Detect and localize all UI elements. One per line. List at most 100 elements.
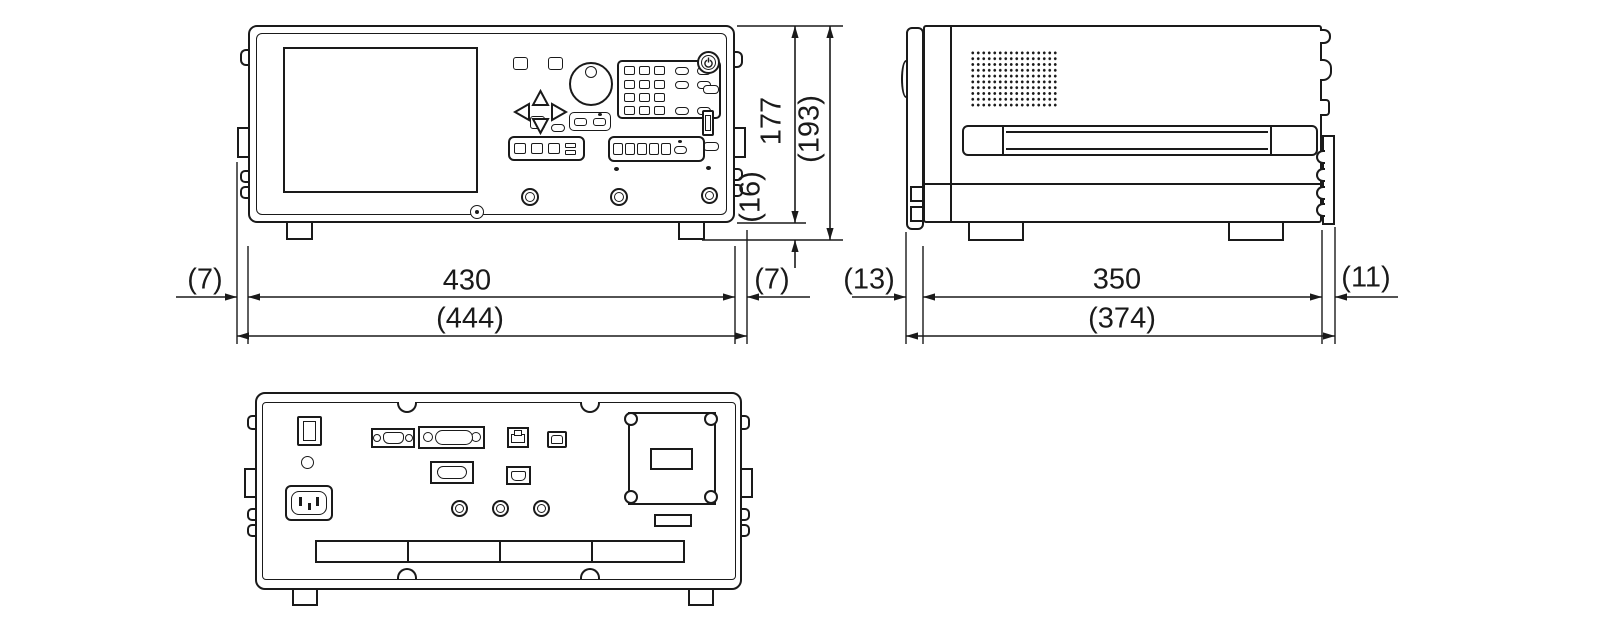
keypad-key	[639, 93, 650, 102]
plate-center-cutout	[650, 448, 693, 470]
side-foot-front	[968, 223, 1024, 241]
dim-label-overall-width: (444)	[436, 302, 504, 335]
rear-bnc-center	[455, 504, 464, 513]
group-key-led	[678, 140, 682, 143]
front-left-bump	[240, 49, 250, 66]
bnc-center	[614, 192, 624, 202]
group-key	[625, 143, 635, 155]
keypad-key	[639, 66, 650, 75]
handle-cap-line	[1002, 127, 1004, 154]
nav-key	[548, 57, 563, 70]
side-rear-foot-bump	[1316, 203, 1325, 217]
bnc-center	[705, 191, 714, 200]
expansion-slot	[315, 540, 409, 563]
front-foot-left	[286, 221, 313, 240]
nav-key	[513, 57, 528, 70]
rear-foot-right	[688, 588, 714, 606]
front-right-tab	[733, 127, 746, 158]
dim-label-front-tab: (13)	[843, 263, 895, 296]
usb-port-tongue	[705, 115, 711, 131]
side-rear-bump	[1320, 29, 1331, 44]
keypad-key	[654, 66, 665, 75]
rotary-knob-dimple	[585, 66, 597, 78]
rear-bottom-notch	[580, 568, 600, 579]
rear-bnc-center	[537, 504, 546, 513]
rear-right-bump	[740, 415, 750, 430]
side-foot-rear	[1228, 223, 1284, 241]
handle-bar-line	[1006, 131, 1268, 133]
dsub-15-inner	[437, 466, 467, 479]
front-foot-right	[678, 221, 705, 240]
dim-label-right-tab: (7)	[754, 263, 790, 296]
ac-pin	[308, 503, 311, 510]
group-key-small	[565, 150, 576, 155]
group-key	[661, 143, 671, 155]
usb-b-inner	[551, 435, 563, 444]
keypad-key	[654, 93, 665, 102]
keypad-key	[639, 80, 650, 89]
db9-dsub	[383, 432, 404, 444]
side-pill-key	[703, 85, 719, 94]
plate-corner-hole	[704, 412, 718, 426]
rear-foot-left	[292, 588, 318, 606]
handle-cap-line	[1270, 127, 1272, 154]
side-front-tab	[910, 206, 925, 222]
dim-label-overall-height: (193)	[793, 95, 826, 163]
rear-left-tab	[244, 468, 257, 498]
side-chassis-lower-line	[925, 183, 1320, 185]
power-button-ring	[701, 55, 716, 70]
front-right-bump	[733, 168, 743, 181]
dim-label-body-depth: 350	[1092, 263, 1142, 296]
dim-label-foot-height: (16)	[734, 171, 767, 223]
side-bezel-trim	[901, 60, 910, 98]
keypad-pill-key	[675, 107, 689, 115]
keypad-key	[639, 106, 650, 115]
rear-left-bump	[247, 524, 257, 537]
status-led	[706, 166, 711, 170]
expansion-slot	[499, 540, 593, 563]
group-key	[531, 143, 543, 154]
gpib-slot	[435, 430, 473, 445]
side-rear-foot-bump	[1316, 186, 1325, 200]
dim-label-overall-depth: (374)	[1088, 302, 1156, 335]
front-left-tab	[237, 127, 250, 158]
group-key	[649, 143, 659, 155]
carry-handle	[962, 125, 1318, 156]
plate-corner-hole	[624, 412, 638, 426]
keypad-key	[624, 106, 635, 115]
front-panel-bezel	[256, 33, 727, 215]
gpib-screw	[423, 432, 433, 442]
group-key	[514, 143, 526, 154]
group-key-small	[565, 143, 576, 148]
front-left-bump	[240, 186, 250, 199]
ethernet-jack-tab	[514, 430, 522, 436]
rear-bottom-notch	[397, 568, 417, 579]
mini-key	[574, 118, 587, 126]
vent-grille	[970, 50, 1058, 108]
bnc-center	[525, 192, 535, 202]
dim-label-body-height: 177	[755, 96, 788, 146]
rear-left-bump	[247, 415, 257, 430]
rear-left-bump	[247, 508, 257, 521]
ac-pin	[299, 497, 302, 506]
rear-right-tab	[740, 468, 753, 498]
dim-label-rear-tab: (11)	[1341, 261, 1391, 294]
rear-bnc-center	[496, 504, 505, 513]
keypad-key	[624, 66, 635, 75]
rear-right-bump	[740, 524, 750, 537]
side-chassis-front-line	[950, 27, 952, 221]
group-key	[548, 143, 560, 154]
group-key	[613, 143, 623, 155]
mini-key-led	[598, 113, 602, 116]
panel-led	[614, 167, 619, 171]
ac-pin	[316, 497, 319, 506]
panel-screw-dot	[475, 210, 479, 214]
side-rear-foot-bump	[1316, 168, 1325, 182]
keypad-pill-key	[675, 67, 689, 75]
dim-label-left-tab: (7)	[187, 263, 223, 296]
keypad-key	[654, 80, 665, 89]
expansion-slot	[407, 540, 501, 563]
plate-corner-hole	[624, 490, 638, 504]
